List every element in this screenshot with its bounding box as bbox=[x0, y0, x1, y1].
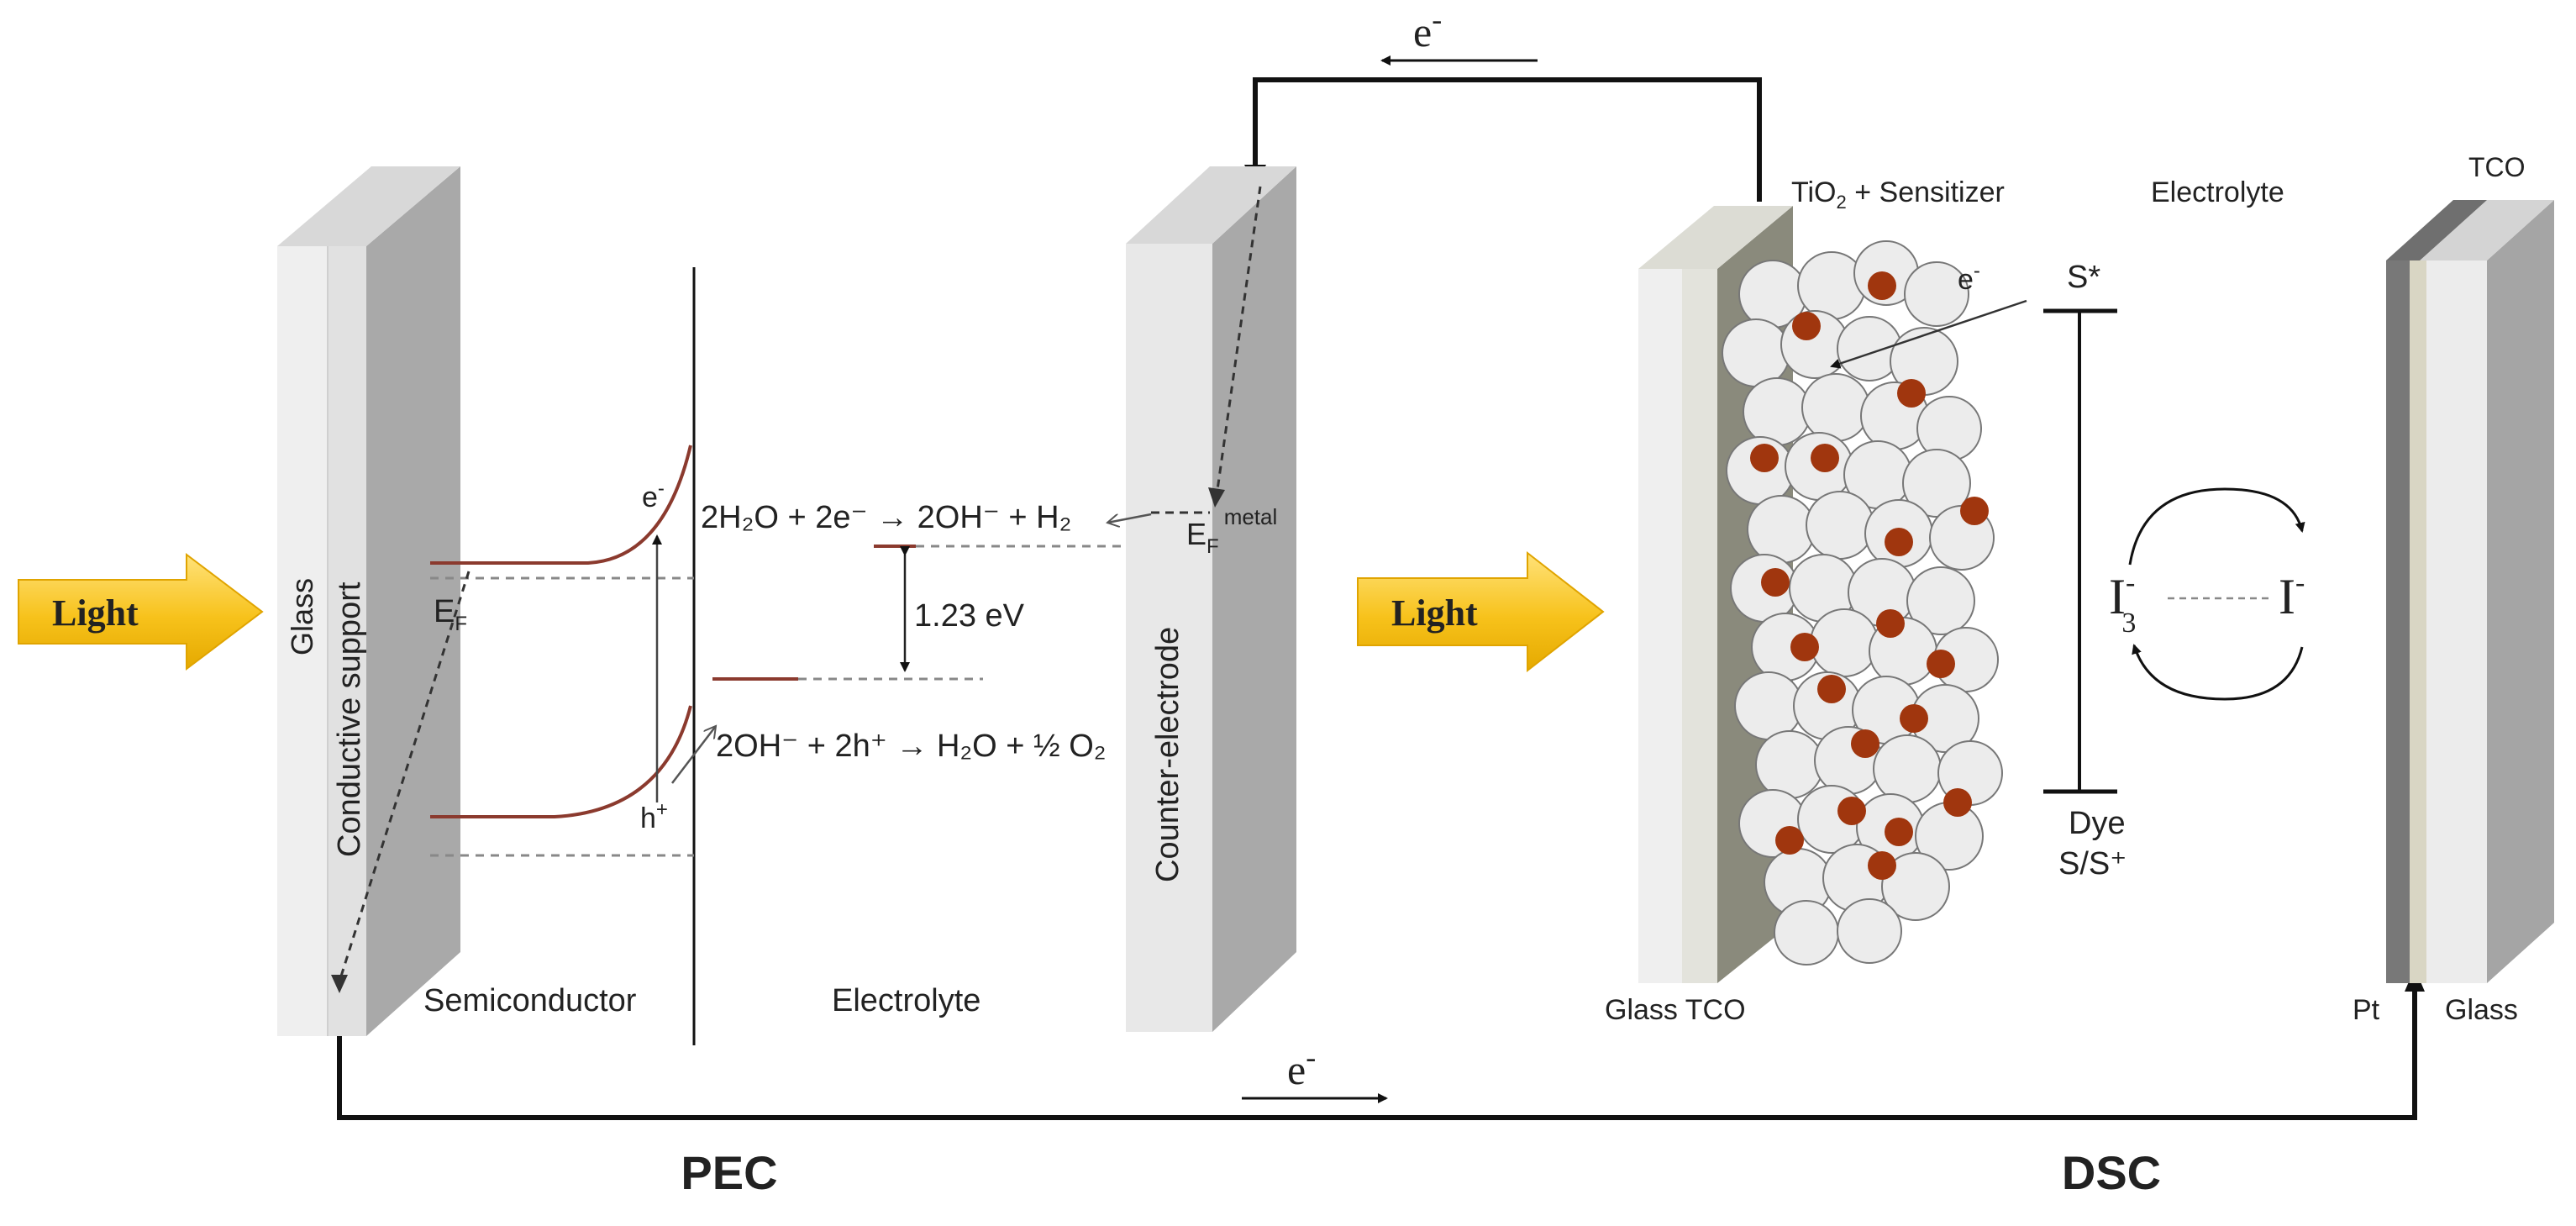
tio2-particle bbox=[1906, 566, 1975, 635]
external-circuit: e- e- bbox=[337, 3, 2425, 1120]
conductive-support-label: Conductive support bbox=[332, 581, 367, 857]
back-contact-arrowhead bbox=[331, 975, 348, 993]
dye-particle bbox=[1775, 826, 1804, 855]
dye-particle bbox=[1876, 609, 1905, 638]
redox-cycle-bottom bbox=[2132, 644, 2304, 701]
hole-transfer-arrow bbox=[671, 726, 716, 784]
counter-electrode-slab bbox=[1126, 166, 1296, 1032]
dye-pair-label: S/S⁺ bbox=[2058, 846, 2127, 881]
light-label-pec: Light bbox=[52, 592, 139, 634]
tio2-particle bbox=[1722, 318, 1790, 387]
dye-particle bbox=[1817, 675, 1846, 703]
redox-cycle-top bbox=[2128, 487, 2305, 566]
tio2-particle bbox=[1747, 495, 1816, 564]
fermi-label-pec: EF bbox=[434, 594, 467, 635]
tio2-particle-film bbox=[1722, 240, 2003, 966]
tio2-particle bbox=[1837, 898, 1902, 964]
tio2-particle bbox=[1797, 251, 1866, 320]
dye-particle bbox=[1761, 568, 1790, 597]
tio2-particle bbox=[1755, 730, 1824, 799]
s-star-label: S* bbox=[2067, 260, 2100, 295]
circuit-wire-bottom bbox=[337, 979, 2417, 1120]
light-arrow-pec: Light bbox=[18, 552, 264, 671]
dye-particle bbox=[1750, 444, 1779, 472]
tio2-particle bbox=[1881, 852, 1950, 921]
dye-particle bbox=[1837, 797, 1866, 825]
dsc-counter-slab bbox=[2386, 200, 2554, 983]
dye-particle bbox=[1927, 650, 1955, 678]
dye-particle bbox=[1897, 379, 1926, 408]
i3-label: I-3 bbox=[2109, 567, 2136, 639]
ef-metal-label: EFmetal bbox=[1186, 504, 1277, 558]
pec-section: Light Glass Conductive support e- h+ EF bbox=[18, 166, 1296, 1199]
ef-metal-to-h2 bbox=[1107, 513, 1152, 523]
pec-title: PEC bbox=[681, 1146, 777, 1199]
gap-label: 1.23 eV bbox=[914, 598, 1025, 634]
tco-top-label: TCO bbox=[2468, 152, 2526, 182]
reaction-h2: 2H₂O + 2e⁻ → 2OH⁻ + H₂ bbox=[701, 500, 1071, 535]
counter-path-arrowhead bbox=[1208, 487, 1225, 508]
redox-couple: I-3 I- bbox=[2109, 487, 2305, 701]
counter-electrode-label: Counter-electrode bbox=[1150, 627, 1185, 882]
dye-particle bbox=[1792, 312, 1821, 340]
glass-label-dsc: Glass bbox=[2445, 994, 2518, 1026]
tio2-particle bbox=[1902, 449, 1971, 518]
tio2-particle bbox=[1801, 373, 1870, 442]
dye-particle bbox=[1868, 851, 1896, 880]
glass-label-pec: Glass bbox=[285, 578, 319, 655]
electron-path-to-back bbox=[338, 571, 471, 982]
glass-tco-label: Glass TCO bbox=[1605, 994, 1746, 1026]
dye-particle bbox=[1960, 497, 1989, 525]
electrolyte-label-dsc: Electrolyte bbox=[2151, 176, 2284, 208]
tio2-sensitizer-label: TiO2 + Sensitizer bbox=[1791, 176, 2005, 213]
pt-label: Pt bbox=[2353, 994, 2380, 1026]
electron-injection-arrow bbox=[1830, 299, 2027, 369]
top-electron-label: e- bbox=[1413, 3, 1442, 55]
dye-particle bbox=[1868, 271, 1896, 300]
valence-band-edge bbox=[430, 705, 692, 818]
i-label: I- bbox=[2279, 567, 2305, 624]
tio2-particle bbox=[1810, 608, 1879, 677]
electron-label-dsc: e- bbox=[1958, 260, 1980, 296]
semiconductor-label: Semiconductor bbox=[423, 983, 637, 1018]
conduction-band-edge bbox=[430, 445, 692, 565]
dye-particle bbox=[1811, 444, 1839, 472]
bottom-electron-label: e- bbox=[1287, 1040, 1316, 1093]
electron-label-pec: e- bbox=[642, 477, 665, 513]
circuit-wire-top bbox=[1253, 77, 1762, 202]
tio2-particle bbox=[1806, 491, 1874, 560]
reaction-o2: 2OH⁻ + 2h⁺ → H₂O + ½ O₂ bbox=[716, 729, 1107, 764]
dsc-title: DSC bbox=[2062, 1146, 2161, 1199]
tio2-particle bbox=[1904, 261, 1969, 327]
light-arrow-dsc: Light bbox=[1357, 550, 1605, 673]
electrolyte-label-pec: Electrolyte bbox=[832, 983, 980, 1018]
dye-label: Dye bbox=[2069, 806, 2126, 841]
dye-particle bbox=[1943, 788, 1972, 817]
dye-particle bbox=[1885, 528, 1913, 556]
dye-particle bbox=[1790, 633, 1819, 661]
dye-particle bbox=[1885, 818, 1913, 846]
dsc-section: Light S* Dye S/S⁺ e- I-3 I- bbox=[1357, 152, 2554, 1199]
tio2-particle bbox=[1734, 671, 1803, 740]
electron-path-counter bbox=[1215, 186, 1262, 497]
tio2-particle bbox=[1873, 734, 1942, 803]
dye-particle bbox=[1900, 704, 1928, 733]
tio2-particle bbox=[1743, 377, 1811, 446]
hole-label-pec: h+ bbox=[640, 798, 668, 834]
dye-particle bbox=[1851, 729, 1879, 758]
light-label-dsc: Light bbox=[1391, 592, 1478, 634]
tio2-particle bbox=[1774, 900, 1839, 966]
